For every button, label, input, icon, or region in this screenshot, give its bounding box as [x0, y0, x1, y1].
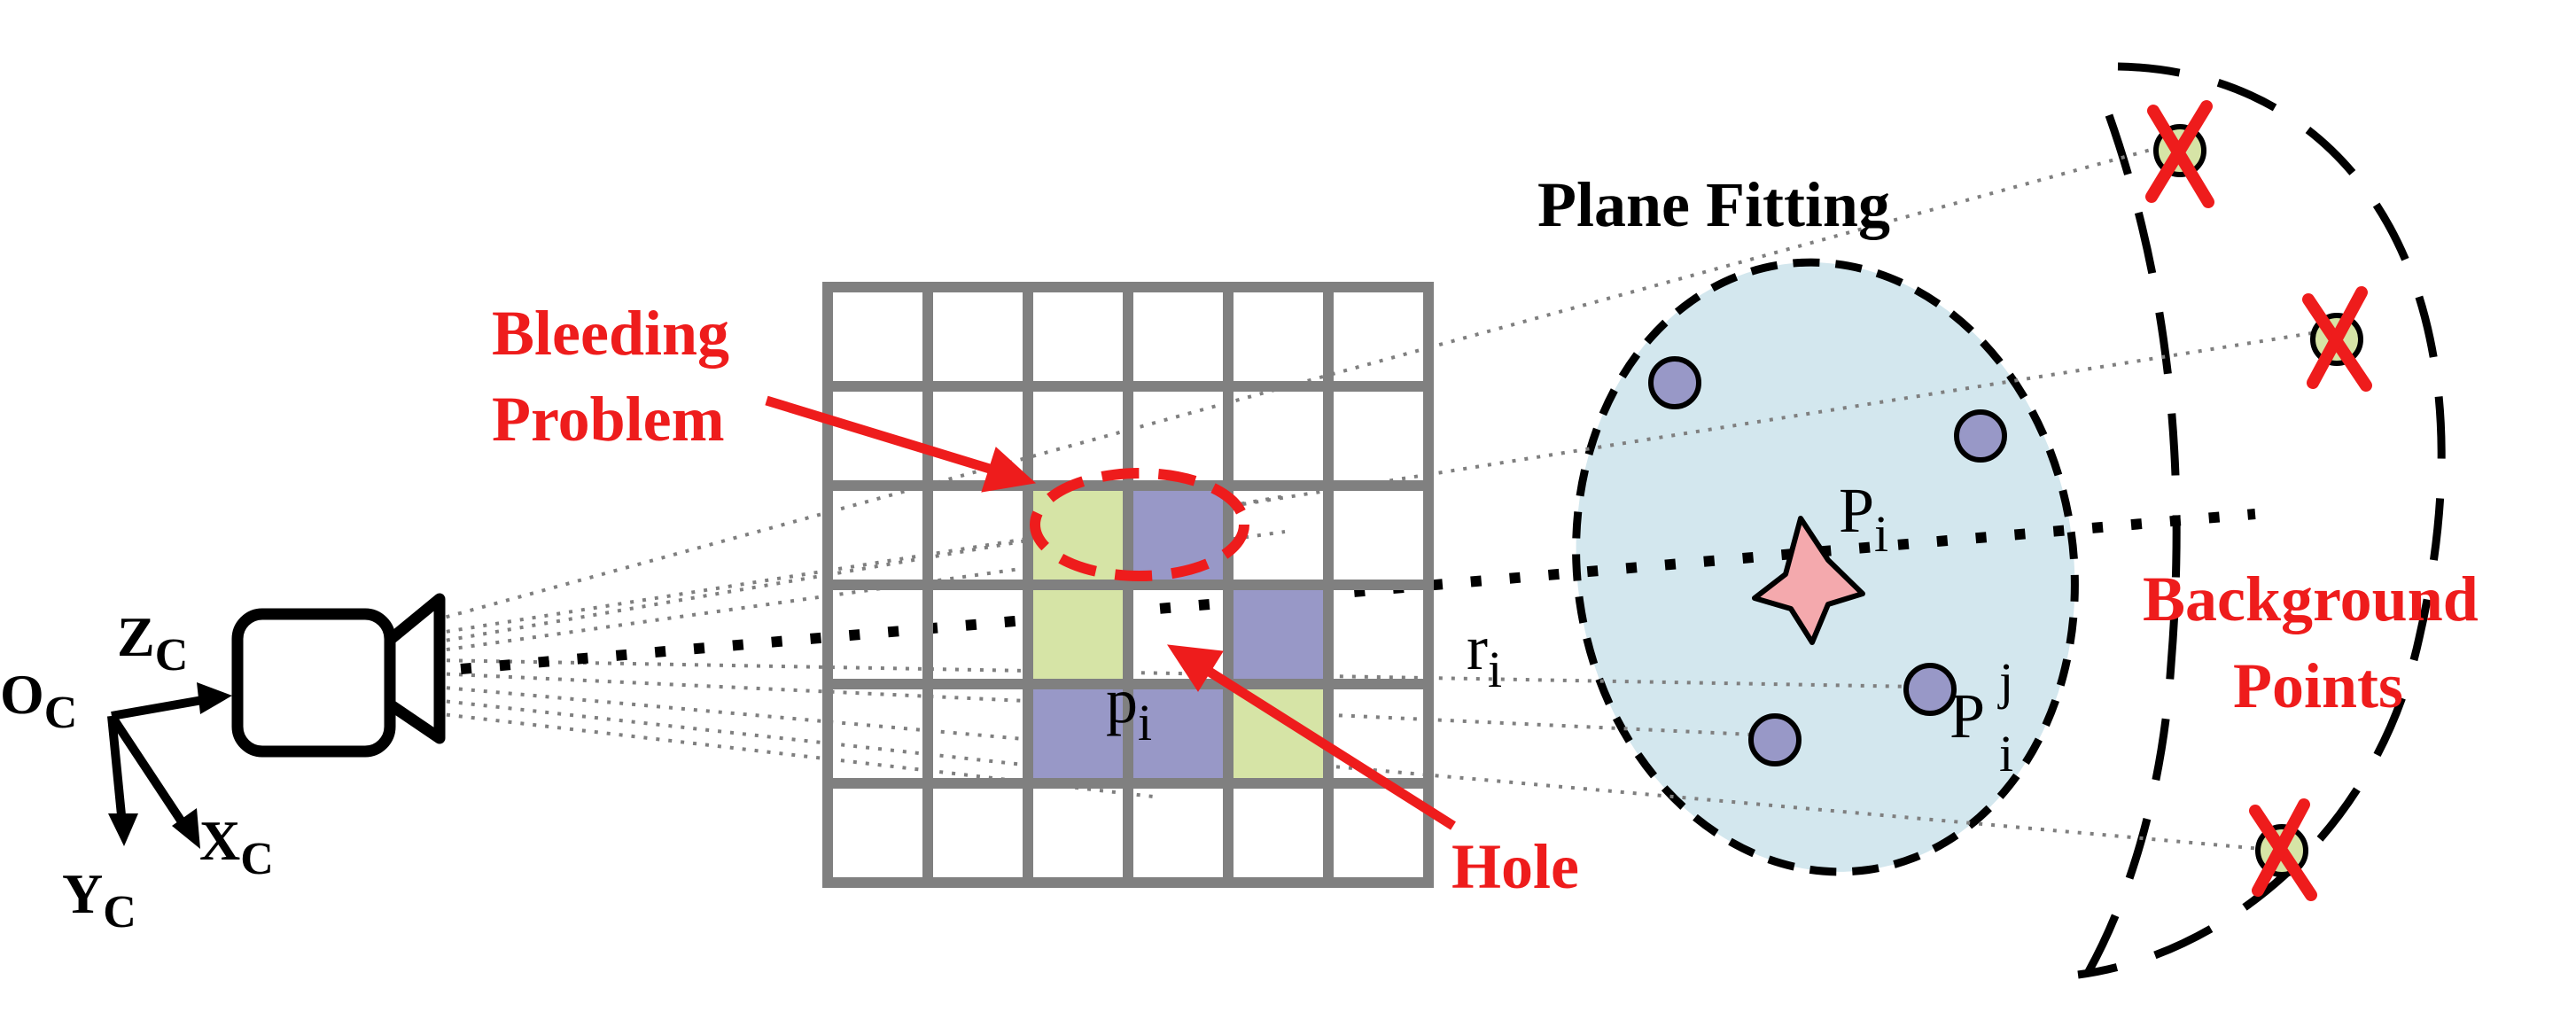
camera-icon	[231, 593, 446, 758]
plane-fitting-label: Plane Fitting	[1537, 169, 1890, 240]
neighbor-point	[1648, 356, 1701, 409]
neighbor-points	[1648, 356, 2007, 766]
ray-line	[433, 331, 2318, 635]
hole-label: Hole	[1451, 831, 1579, 902]
bleeding-arrowhead	[981, 447, 1037, 493]
pixel-grid-cells	[1028, 486, 1328, 783]
axis-z-line	[111, 694, 214, 720]
red-x-icon	[2249, 798, 2317, 901]
hole-arrow-line	[1202, 665, 1456, 830]
pixel-label: pi	[1106, 665, 1152, 751]
bleeding-label: Bleeding	[492, 298, 729, 369]
neighbor-point	[1748, 713, 1802, 766]
neighbor-label: P	[1950, 681, 1985, 751]
annotation-arrows	[765, 395, 1456, 830]
background-region-outline	[2077, 62, 2446, 979]
four-point-star-icon	[1752, 516, 1865, 645]
red-x-icon	[2145, 100, 2214, 208]
background-region-inner-outline	[2083, 113, 2181, 977]
problem-label: Problem	[492, 384, 725, 455]
neighbor-subscript: i	[1999, 725, 2013, 782]
neighbor-point	[1954, 409, 2007, 463]
neighbor-point	[1903, 663, 1957, 716]
pixel-grid	[822, 282, 1434, 888]
camera-axes	[107, 682, 232, 849]
bleeding-region-outline	[1030, 468, 1249, 581]
axis-x-label: XC	[199, 809, 274, 884]
background-label: Background	[2143, 564, 2479, 634]
background-points	[2145, 100, 2372, 901]
red-x-icon	[2302, 286, 2372, 392]
axis-x-line	[107, 713, 192, 834]
neighbor-superscript: j	[1997, 652, 2013, 710]
axis-x-arrowhead	[172, 808, 200, 849]
cell-purple	[1228, 585, 1328, 684]
axis-y-arrowhead	[108, 813, 138, 846]
point-label: Pi	[1839, 475, 1888, 563]
points-label: Points	[2233, 650, 2403, 721]
axis-z-label: ZC	[117, 605, 188, 681]
ray-label: ri	[1467, 612, 1502, 698]
axis-y-line	[107, 715, 127, 825]
hole-arrowhead	[1166, 644, 1224, 692]
bleeding-arrow-line	[765, 395, 994, 475]
main-ray	[460, 509, 2256, 674]
axis-z-arrowhead	[197, 682, 232, 714]
axis-y-label: YC	[62, 862, 136, 938]
axis-origin-label: OC	[0, 663, 77, 738]
